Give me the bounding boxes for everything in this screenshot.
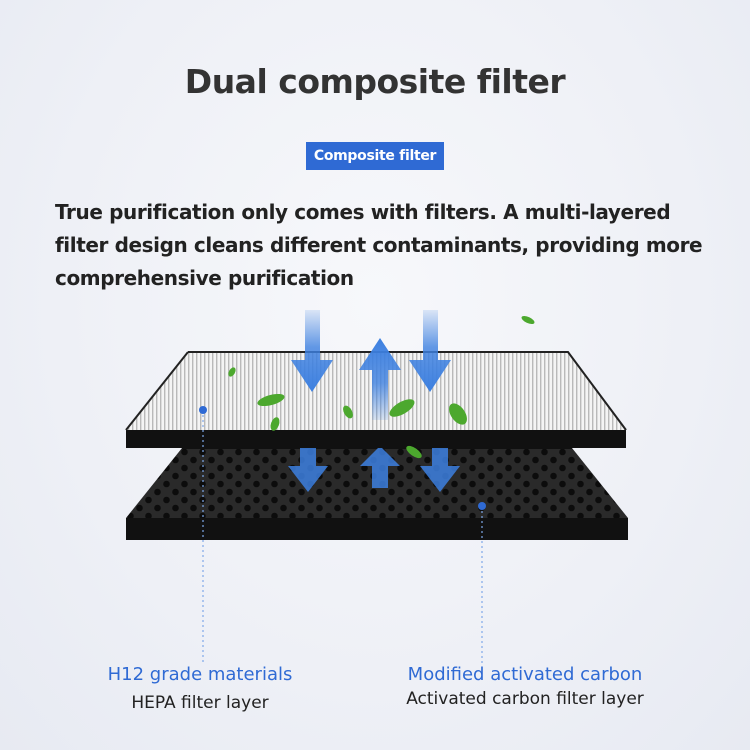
page-title: Dual composite filter — [184, 62, 566, 101]
arrow-up-icon — [359, 338, 401, 420]
callouts — [199, 406, 486, 664]
carbon-label: Modified activated carbon Activated carb… — [380, 664, 670, 709]
leaf-icon — [257, 393, 285, 407]
hepa-label: H12 grade materials HEPA filter layer — [80, 664, 320, 713]
carbon-grade-text: Modified activated carbon — [407, 664, 643, 685]
carbon-layer-text: Activated carbon filter layer — [406, 689, 644, 709]
hepa-grade-text: H12 grade materials — [107, 664, 293, 685]
hepa-arrows — [291, 310, 451, 420]
description-text: True purification only comes with filter… — [55, 200, 703, 290]
arrow-down-icon — [288, 446, 328, 492]
carbon-arrows — [288, 446, 460, 492]
leaf-icon — [406, 445, 422, 459]
carbon-filter-frame — [126, 518, 628, 540]
hepa-layer-text: HEPA filter layer — [131, 693, 269, 713]
arrow-down-icon — [291, 310, 333, 392]
arrow-up-icon — [360, 446, 400, 488]
leaf-icon — [343, 405, 353, 419]
leaf-icon — [449, 403, 467, 425]
hepa-callout-dot — [199, 406, 207, 414]
hepa-filter-frame — [126, 430, 626, 448]
carbon-callout-dot — [478, 502, 486, 510]
leaf-icon — [521, 315, 535, 325]
leaf-icon — [270, 417, 280, 431]
badge-container: Composite filter — [0, 142, 750, 170]
arrow-down-icon — [409, 310, 451, 392]
leaf-icon — [389, 399, 415, 417]
arrow-down-icon — [420, 446, 460, 492]
leaves — [228, 315, 535, 459]
composite-filter-badge: Composite filter — [305, 142, 445, 170]
leaf-icon — [228, 367, 236, 377]
